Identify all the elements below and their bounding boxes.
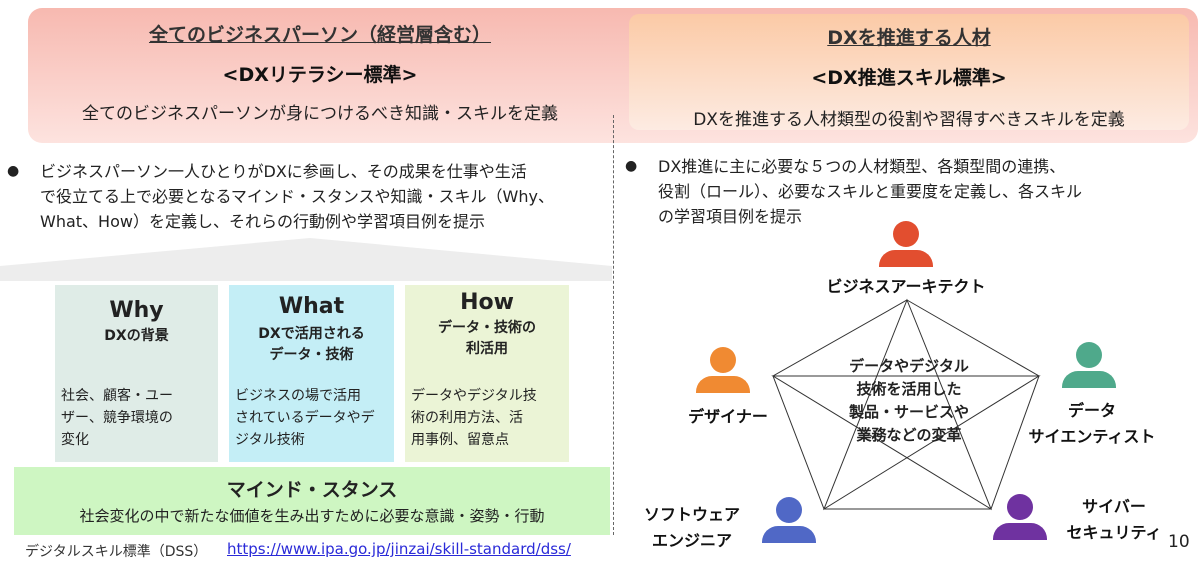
- business-architect-label: ビジネスアーキテクト: [816, 274, 996, 300]
- literacy-audience-title: 全てのビジネスパーソン（経営層含む）: [148, 24, 491, 46]
- what-body: ビジネスの場で活用されているデータやデジタル技術: [229, 285, 394, 462]
- mindstance-description: 社会変化の中で新たな価値を生み出すために必要な意識・姿勢・行動: [79, 507, 545, 525]
- text-line: DXで活用される: [258, 326, 365, 342]
- text-line: データ・技術の: [438, 320, 536, 336]
- cyber-security-person-icon: [993, 494, 1047, 540]
- text-line: ビジネスアーキテクト: [826, 277, 986, 296]
- why-box: [55, 285, 218, 462]
- what-title: What: [278, 294, 345, 319]
- text-line: されているデータやデ: [235, 410, 375, 426]
- text-line: ジタル技術: [235, 432, 305, 448]
- text-line: データやデジタル技: [411, 388, 537, 404]
- text-line: DXの背景: [104, 328, 169, 344]
- dx-promotion-header-panel: [629, 14, 1189, 130]
- dx-promotion-description: DXを推進する人材類型の役割や習得すべきスキルを定義: [693, 110, 1125, 130]
- text-line: 役割（ロール）、必要なスキルと重要度を定義し、各スキル: [658, 182, 1083, 201]
- text-line: 用事例、留意点: [411, 432, 509, 448]
- text-line: What、How）を定義し、それらの行動例や学習項目例を提示: [40, 212, 485, 231]
- how-title: How: [460, 290, 514, 315]
- data-scientist-label: データサイエンティスト: [1002, 398, 1182, 450]
- data-scientist-person-icon: [1062, 342, 1116, 388]
- why-body: 社会、顧客・ユーザー、競争環境の変化: [55, 285, 218, 462]
- text-line: ビジネスの場で活用: [235, 388, 361, 404]
- how-box: [405, 285, 569, 462]
- text-line: ビジネスパーソン一人ひとりがDXに参画し、その成果を仕事や生活: [40, 162, 527, 181]
- pentagram-lines: [771, 298, 1041, 511]
- bullet-icon: ●: [625, 158, 638, 174]
- designer-person-icon: [696, 347, 750, 393]
- dx-promotion-bullet-text: DX推進に主に必要な５つの人材類型、各類型間の連携、 役割（ロール）、必要なスキ…: [658, 154, 1082, 229]
- bullet-icon: ●: [7, 163, 20, 179]
- text-line: DX推進に主に必要な５つの人材類型、各類型間の連携、: [658, 157, 1066, 176]
- center-text: データやデジタル 技術を活用した 製品・サービスや 業務などの変革: [829, 355, 989, 447]
- text-line: 術の利用方法、活: [411, 410, 523, 426]
- why-title: Why: [109, 298, 164, 323]
- text-line: サイエンティスト: [1028, 427, 1156, 446]
- cyber-security-label: サイバーセキュリティ: [1024, 494, 1200, 546]
- text-line: の学習項目例を提示: [658, 207, 803, 226]
- why-subtitle: DXの背景: [55, 326, 218, 347]
- text-line: サイバー: [1082, 497, 1146, 516]
- text-line: 社会、顧客・ユー: [61, 388, 173, 404]
- text-line: ザー、競争環境の: [61, 410, 173, 426]
- how-subtitle: データ・技術の利活用: [405, 318, 569, 360]
- text-line: データ・技術: [269, 347, 354, 363]
- dx-promotion-audience-title: DXを推進する人材: [827, 27, 991, 49]
- what-box: [229, 285, 394, 462]
- text-line: 業務などの変革: [856, 426, 962, 444]
- literacy-description: 全てのビジネスパーソンが身につけるべき知識・スキルを定義: [82, 104, 558, 124]
- text-line: エンジニア: [651, 531, 732, 550]
- text-line: デザイナー: [688, 407, 768, 426]
- dx-promotion-standard-title: <DX推進スキル標準>: [811, 67, 1007, 89]
- text-line: ソフトウェア: [643, 505, 740, 524]
- what-subtitle: DXで活用されるデータ・技術: [229, 324, 394, 366]
- text-line: データ: [1067, 401, 1116, 420]
- mindstance-title: マインド・スタンス: [226, 479, 398, 501]
- mindstance-box: マインド・スタンス 社会変化の中で新たな価値を生み出すために必要な意識・姿勢・行…: [14, 467, 610, 535]
- page-number: 10: [1168, 532, 1190, 552]
- dss-link[interactable]: https://www.ipa.go.jp/jinzai/skill-stand…: [227, 540, 571, 558]
- text-line: 技術を活用した: [856, 380, 962, 398]
- how-body: データやデジタル技術の利用方法、活用事例、留意点: [405, 285, 569, 462]
- literacy-bullet-text: ビジネスパーソン一人ひとりがDXに参画し、その成果を仕事や生活 で役立てる上で必…: [40, 159, 554, 234]
- pentagon-outline: [772, 299, 1040, 510]
- text-line: で役立てる上で必要となるマインド・スタンスや知識・スキル（Why、: [40, 187, 554, 206]
- text-line: データやデジタル: [849, 357, 969, 375]
- text-line: セキュリティ: [1066, 523, 1162, 542]
- software-engineer-label: ソフトウェアエンジニア: [602, 502, 782, 554]
- text-line: 変化: [61, 432, 89, 448]
- literacy-standard-title: <DXリテラシー標準>: [222, 64, 418, 86]
- footer-label: デジタルスキル標準（DSS）: [25, 544, 208, 560]
- roof-shape: [0, 238, 612, 281]
- text-line: 製品・サービスや: [848, 403, 969, 421]
- software-engineer-person-icon: [762, 497, 816, 543]
- designer-label: デザイナー: [638, 404, 818, 430]
- text-line: 利活用: [466, 341, 508, 357]
- business-architect-person-icon: [879, 221, 933, 267]
- divider-line: [613, 115, 614, 535]
